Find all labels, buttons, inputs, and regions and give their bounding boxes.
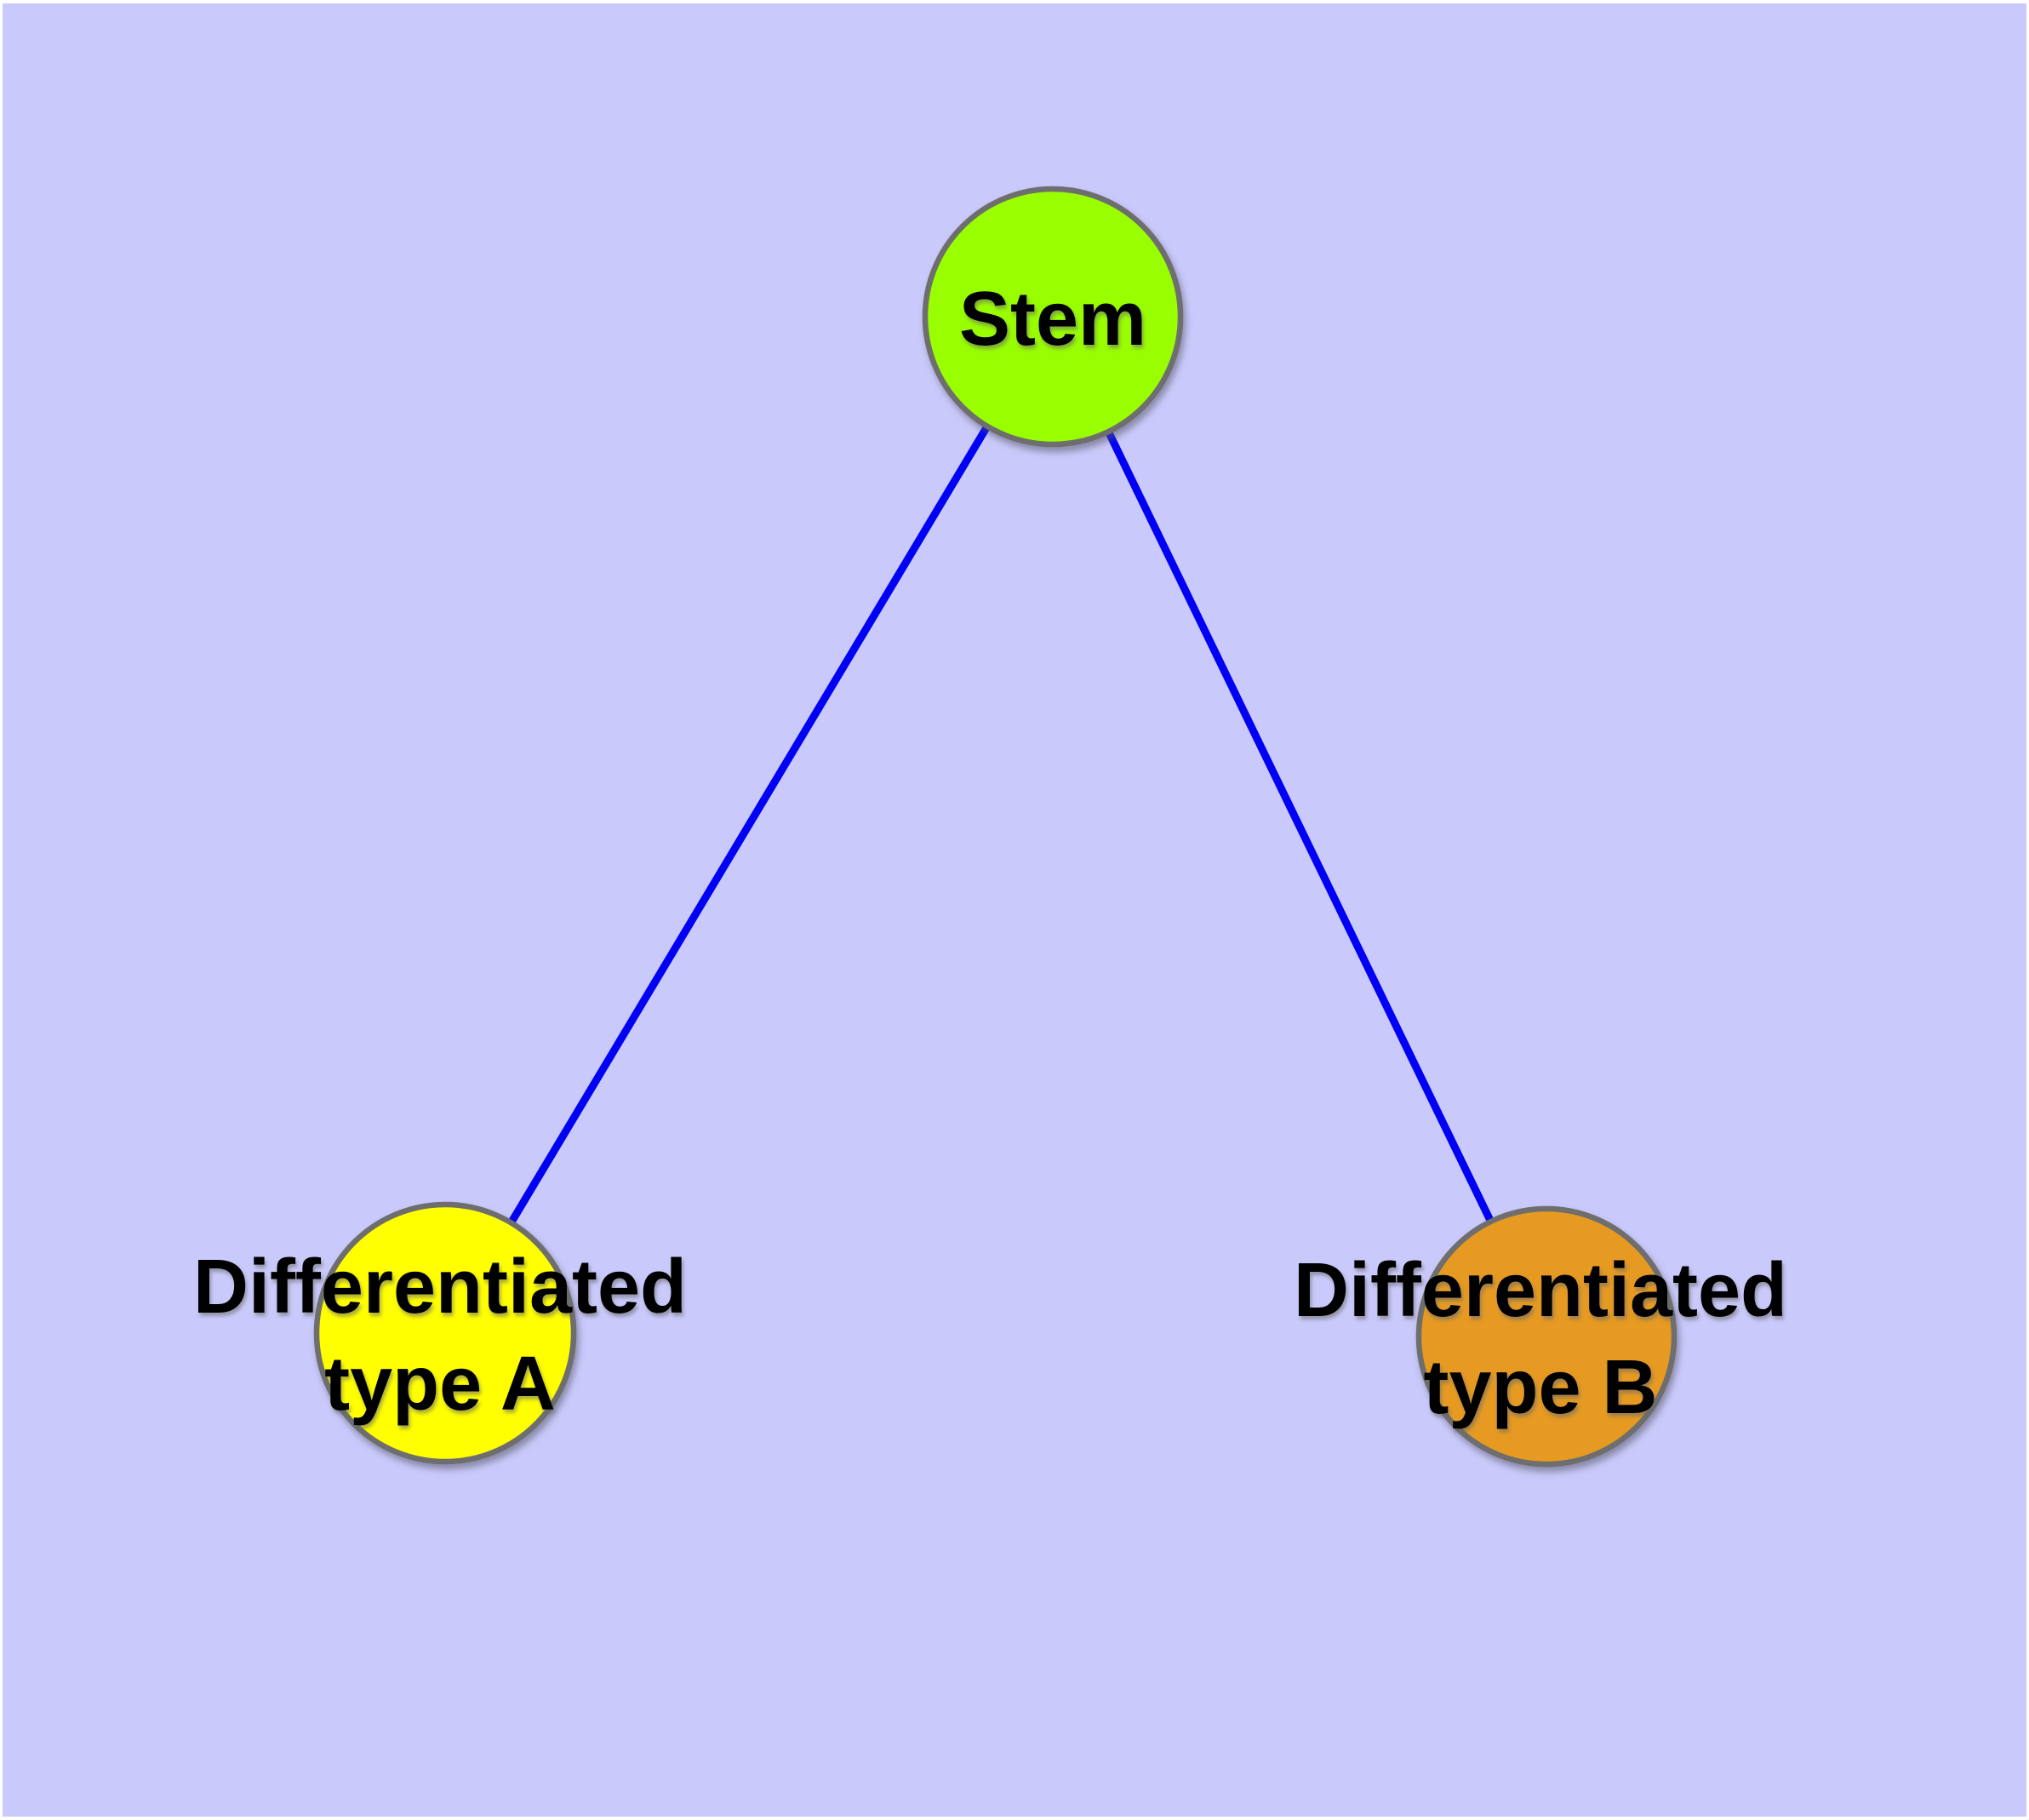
edge-stem-to-type-b: [1049, 315, 1551, 1338]
node-type-a-label-line2: type A: [324, 1342, 556, 1427]
node-type-a: [313, 1201, 577, 1465]
node-stem-label: Stem: [959, 277, 1146, 362]
node-stem: [922, 186, 1184, 448]
node-type-b-label-line1: Differentiated: [1294, 1248, 1787, 1333]
edge-stem-to-type-a: [442, 314, 1056, 1336]
node-type-b: [1415, 1205, 1677, 1468]
node-type-a-label-line1: Differentiated: [193, 1245, 687, 1330]
node-type-b-label-line2: type B: [1423, 1345, 1657, 1430]
